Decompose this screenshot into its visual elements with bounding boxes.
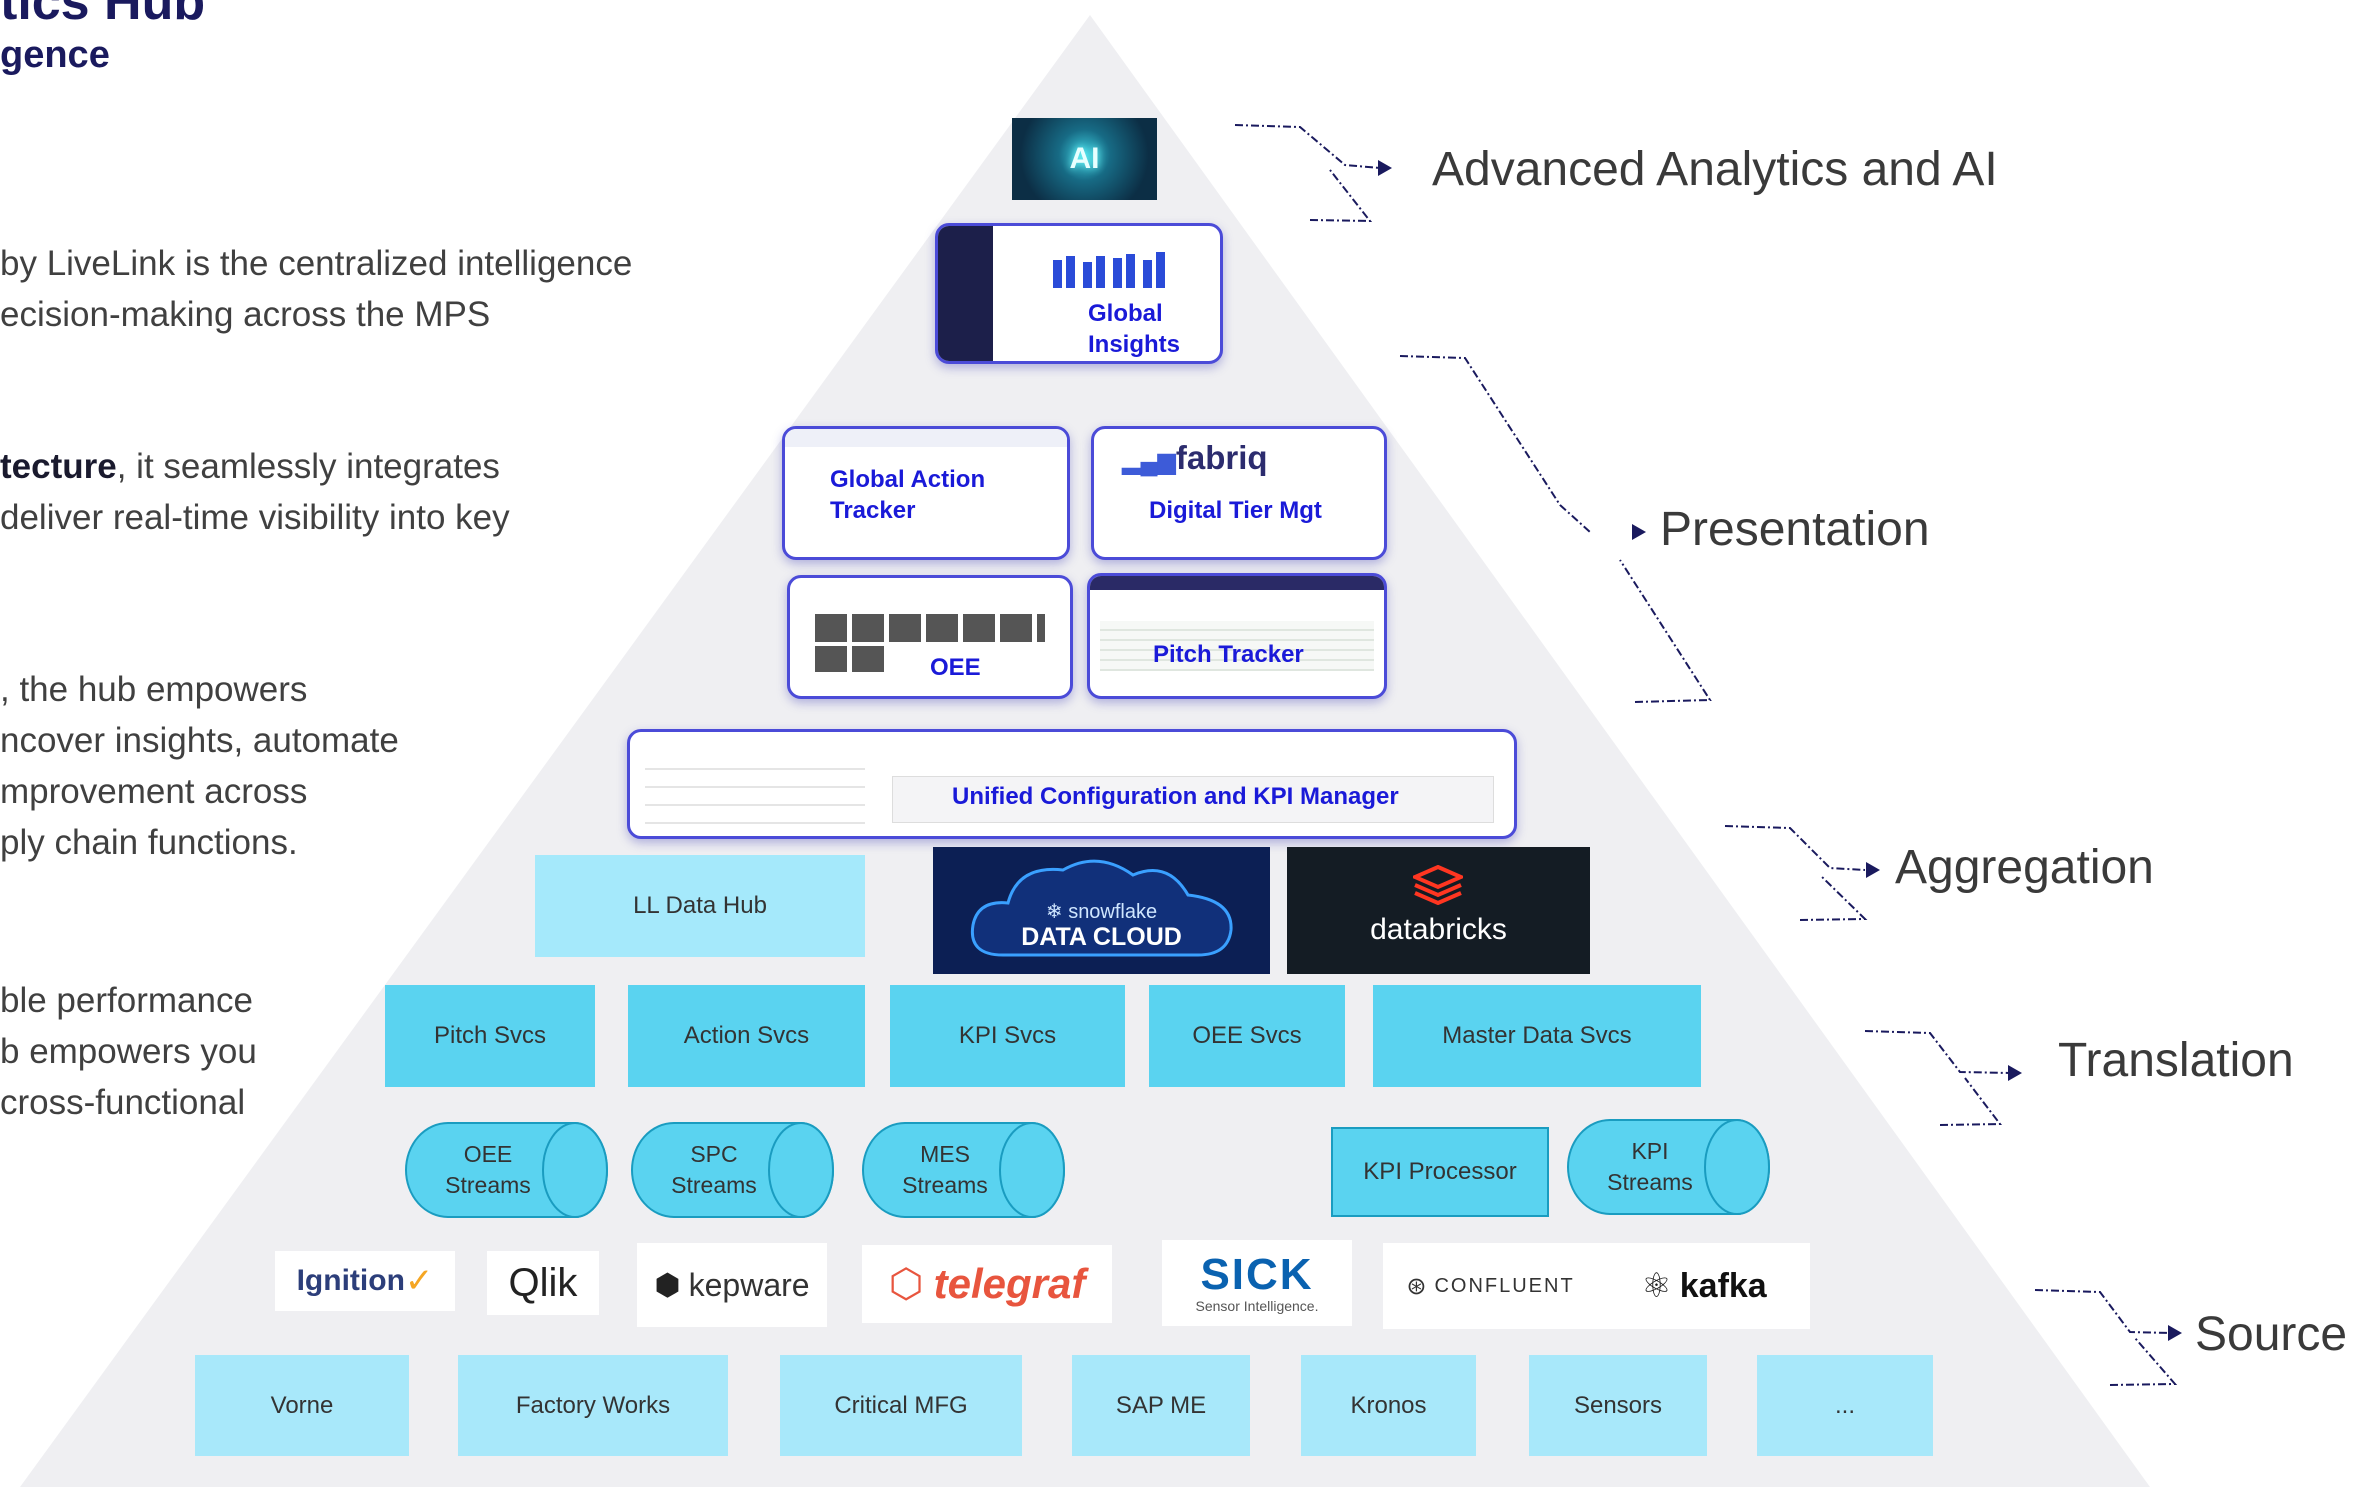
kpi-svcs-box[interactable]: KPI Svcs (890, 985, 1125, 1087)
action-svcs-box[interactable]: Action Svcs (628, 985, 865, 1087)
page-title: tics Hub (0, 0, 206, 31)
sick-logo: SICK Sensor Intelligence. (1162, 1240, 1352, 1326)
paragraph-1: by LiveLink is the centralized intellige… (0, 238, 632, 340)
arrow-heads (1378, 160, 2182, 1341)
source-more[interactable]: ... (1757, 1355, 1933, 1456)
header-decor (785, 429, 1067, 447)
paragraph-4: ble performance b empowers you cross-fun… (0, 975, 257, 1128)
ll-data-hub-box[interactable]: LL Data Hub (535, 855, 865, 957)
paragraph-line: ply chain functions. (0, 823, 298, 862)
paragraph-line: ncover insights, automate (0, 721, 399, 760)
oee-card[interactable]: OEE (787, 575, 1073, 699)
source-sensors[interactable]: Sensors (1529, 1355, 1707, 1456)
kepware-text: kepware (688, 1266, 810, 1303)
kepware-logo: ⬢kepware (637, 1243, 827, 1327)
source-kronos[interactable]: Kronos (1301, 1355, 1476, 1456)
paragraph-line: ecision-making across the MPS (0, 295, 491, 334)
qlik-text: Qlik (508, 1260, 578, 1305)
check-icon: ✓ (404, 1262, 434, 1300)
global-insights-card[interactable]: Global Insights (935, 223, 1223, 364)
ignition-logo: Ignition✓ (275, 1251, 455, 1311)
tile-decor (815, 646, 889, 672)
confluent-icon: ⊛ (1406, 1272, 1427, 1300)
table-decor (1100, 621, 1374, 671)
digital-tier-label: Digital Tier Mgt (1149, 497, 1322, 524)
ai-image: AI (1012, 118, 1157, 200)
paragraph-bold: tecture (0, 447, 117, 486)
pitch-tracker-card[interactable]: Pitch Tracker (1087, 573, 1387, 699)
oee-svcs-box[interactable]: OEE Svcs (1149, 985, 1345, 1087)
ignition-text: Ignition (296, 1264, 405, 1297)
oee-label: OEE (930, 654, 981, 681)
paragraph-line: by LiveLink is the centralized intellige… (0, 244, 633, 283)
layer-label-aggregation: Aggregation (1895, 841, 2154, 894)
digital-tier-card[interactable]: ▂▄▆fabriq Digital Tier Mgt (1091, 426, 1387, 560)
kpi-processor-box[interactable]: KPI Processor (1331, 1127, 1549, 1217)
paragraph-line: mprovement across (0, 772, 308, 811)
tile-decor (815, 614, 1045, 642)
cloud-icon (970, 859, 1233, 957)
sick-text: SICK (1200, 1250, 1314, 1299)
layer-label-translation: Translation (2058, 1034, 2294, 1087)
kepware-icon: ⬢ (654, 1268, 681, 1302)
snowflake-logo: ❄ snowflake DATA CLOUD (933, 847, 1270, 974)
global-action-tracker-label: Global Action Tracker (830, 466, 986, 524)
paragraph-3: , the hub empowers ncover insights, auto… (0, 664, 399, 868)
page-subtitle: gence (0, 34, 110, 76)
layer-label-presentation: Presentation (1660, 503, 1930, 556)
global-action-tracker-card[interactable]: Global Action Tracker (782, 426, 1070, 560)
snowflake-small-text: ❄ snowflake (1045, 901, 1158, 923)
telegraf-text: telegraf (933, 1260, 1086, 1307)
header-decor (1090, 576, 1384, 590)
paragraph-line: , the hub empowers (0, 670, 308, 709)
telegraf-icon: ⬡ (888, 1262, 924, 1306)
paragraph-2: tecture, it seamlessly integrates delive… (0, 441, 510, 543)
fabriq-logo: ▂▄▆fabriq (1122, 439, 1268, 476)
master-data-svcs-box[interactable]: Master Data Svcs (1373, 985, 1701, 1087)
table-decor (645, 762, 865, 824)
fabriq-text: fabriq (1175, 439, 1268, 476)
paragraph-line: b empowers you (0, 1032, 257, 1071)
paragraph-line: , it seamlessly integrates (116, 447, 500, 486)
databricks-text: databricks (1370, 913, 1507, 946)
pitch-tracker-label: Pitch Tracker (1153, 641, 1304, 668)
layer-label-ai: Advanced Analytics and AI (1432, 143, 1998, 196)
source-sap-me[interactable]: SAP ME (1072, 1355, 1250, 1456)
databricks-icon (1413, 865, 1463, 905)
layer-label-source: Source (2195, 1308, 2348, 1361)
telegraf-logo: ⬡telegraf (862, 1245, 1112, 1323)
ai-text: AI (1069, 142, 1100, 175)
databricks-logo: databricks (1287, 847, 1590, 974)
panel-decor (892, 776, 1494, 823)
sick-sub-text: Sensor Intelligence. (1195, 1298, 1319, 1314)
source-vorne[interactable]: Vorne (195, 1355, 409, 1456)
paragraph-line: ble performance (0, 981, 253, 1020)
confluent-text: CONFLUENT (1434, 1274, 1575, 1297)
kafka-icon: ⚛ (1641, 1267, 1672, 1305)
kafka-logo: ⚛kafka (1598, 1243, 1810, 1329)
ukpi-card[interactable]: Unified Configuration and KPI Manager (627, 729, 1517, 839)
confluent-logo: ⊛ CONFLUENT (1383, 1243, 1598, 1329)
kafka-text: kafka (1679, 1266, 1767, 1305)
qlik-logo: Qlik (487, 1251, 599, 1315)
source-critical-mfg[interactable]: Critical MFG (780, 1355, 1022, 1456)
paragraph-line: deliver real-time visibility into key (0, 498, 510, 537)
pitch-svcs-box[interactable]: Pitch Svcs (385, 985, 595, 1087)
paragraph-line: cross-functional (0, 1083, 246, 1122)
source-factory-works[interactable]: Factory Works (458, 1355, 728, 1456)
ukpi-label: Unified Configuration and KPI Manager (952, 783, 1399, 810)
data-cloud-text: DATA CLOUD (1021, 923, 1182, 951)
global-insights-label: Global Insights (1088, 300, 1181, 358)
bar-chart-icon (1053, 252, 1165, 288)
sidebar-decor (938, 226, 993, 361)
